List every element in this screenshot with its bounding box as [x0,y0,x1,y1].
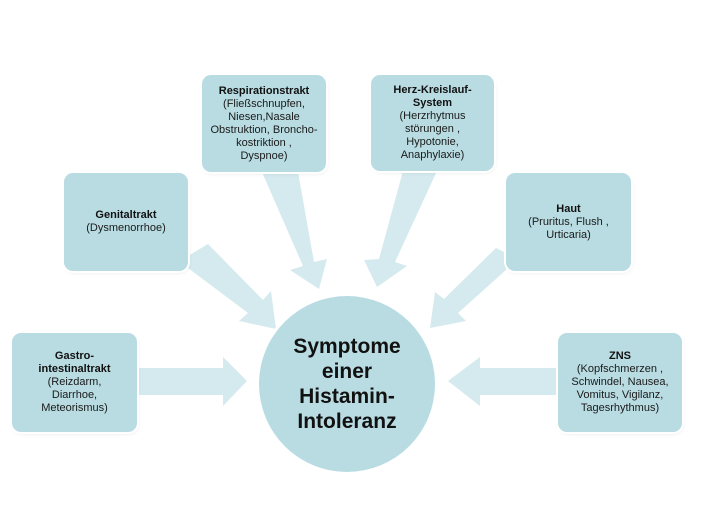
arrow-respirationstrakt [262,172,327,289]
arrow-zns [448,357,556,406]
node-description: (Kopfschmerzen , Schwindel, Nausea, Vomi… [571,363,669,414]
node-description: (Herzrhytmus störungen , Hypotonie, Anap… [399,110,466,161]
node-title: ZNS [609,350,631,362]
node-genitaltrakt: Genitaltrakt (Dysmenorrhoe) [64,173,188,271]
arrow-genitaltrakt [188,244,276,329]
arrow-gastro [139,357,247,406]
node-haut: Haut (Pruritus, Flush , Urticaria) [506,173,631,271]
node-title: Herz-Kreislauf- System [393,84,472,109]
node-gastrointestinaltrakt: Gastro- intestinaltrakt (Reizdarm, Diarr… [12,333,137,432]
arrow-herz-kreislauf [364,171,437,287]
center-node-symptome: Symptome einer Histamin- Intoleranz [259,296,435,472]
node-description: (Dysmenorrhoe) [86,222,166,234]
node-description: (Fließschnupfen, Niesen,Nasale Obstrukti… [210,97,318,162]
node-zns: ZNS (Kopfschmerzen , Schwindel, Nausea, … [558,333,682,432]
node-title: Genitaltrakt [95,209,157,221]
node-respirationstrakt: Respirationstrakt (Fließschnupfen, Niese… [202,75,326,172]
node-description: (Reizdarm, Diarrhoe, Meteorismus) [41,376,108,414]
node-description: (Pruritus, Flush , Urticaria) [528,215,609,241]
node-title: Gastro- intestinaltrakt [38,350,111,375]
node-title: Haut [556,202,581,215]
node-title: Respirationstrakt [218,84,310,97]
node-herz-kreislauf-system: Herz-Kreislauf- System (Herzrhytmus stör… [371,75,494,171]
arrow-haut [430,248,506,328]
